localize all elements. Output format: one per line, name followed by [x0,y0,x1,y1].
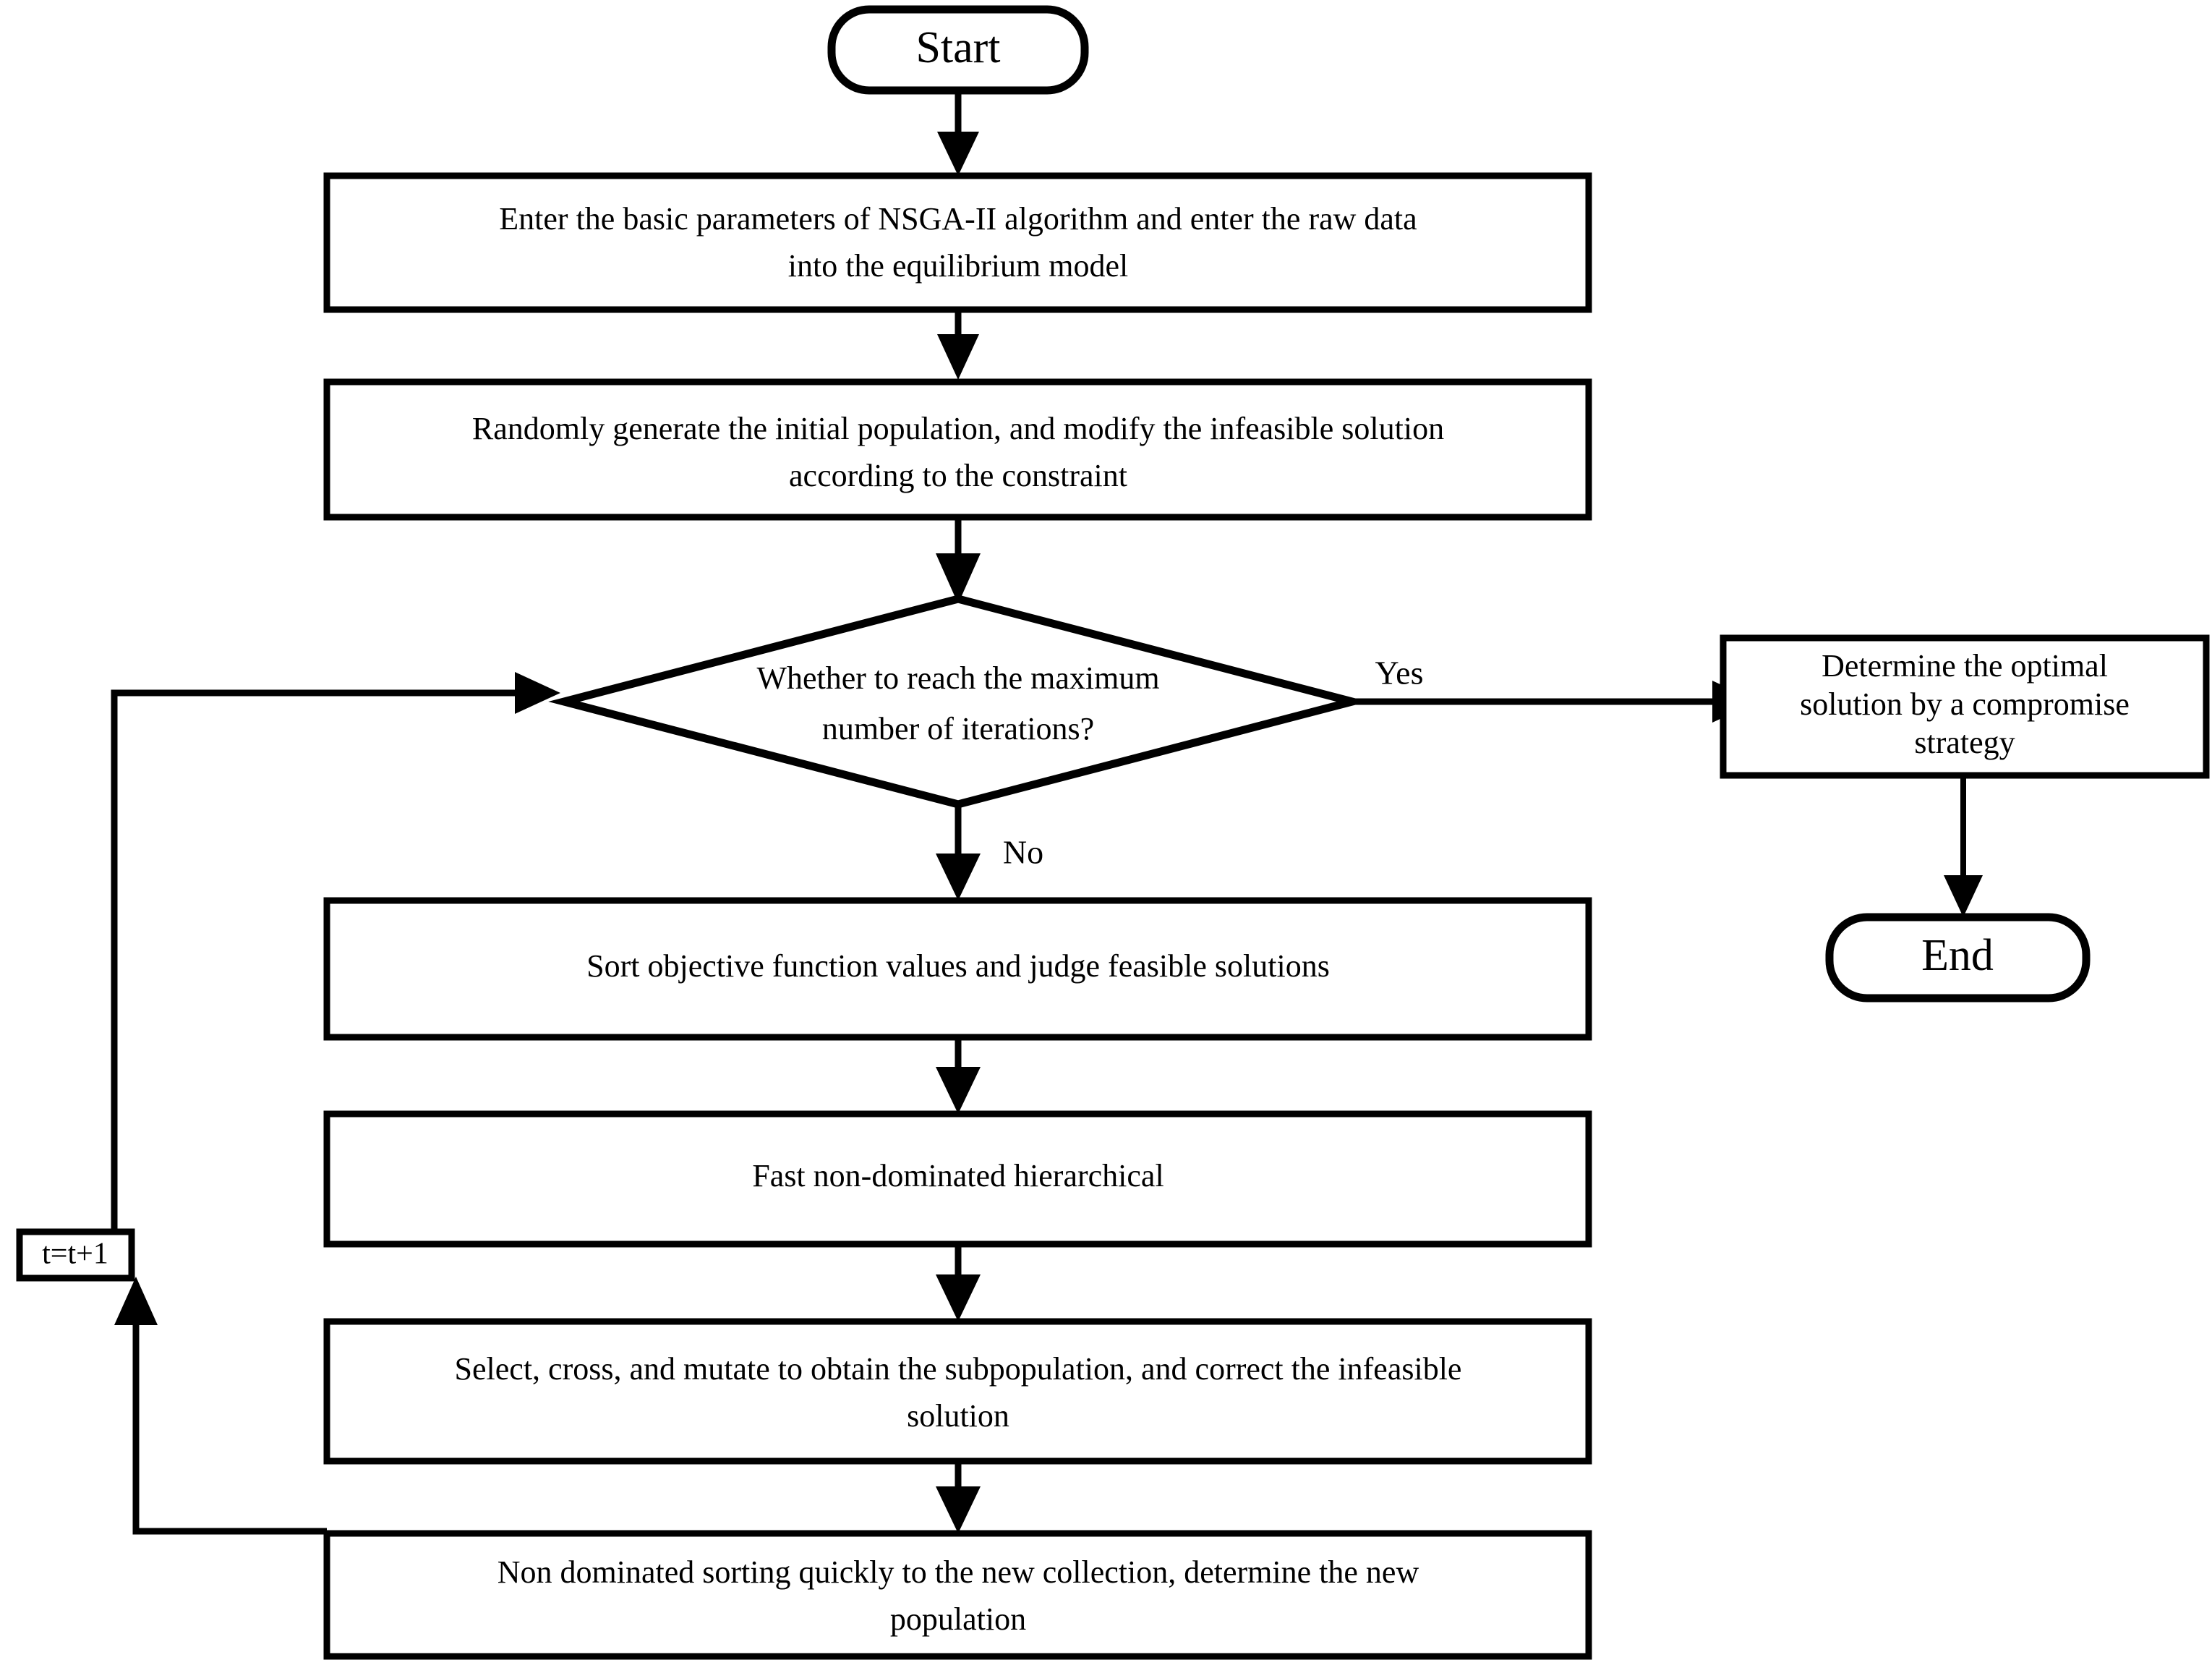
node-compromise-line1: Determine the optimal [1822,648,2108,684]
node-sort-objective[interactable]: Sort objective function values and judge… [323,897,1592,1041]
node-fast-nondominated-line1: Fast non-dominated hierarchical [752,1158,1163,1193]
edge-compromise-to-end [1944,775,1983,917]
node-decision[interactable]: Whether to reach the maximum number of i… [548,595,1368,809]
node-end-label: End [1921,931,1994,980]
edge-decision-to-sort-objective [936,803,981,901]
node-select-cross-mutate-line2: solution [907,1398,1009,1434]
edge-init-population-to-decision [936,517,981,604]
node-start[interactable]: Start [827,5,1089,95]
node-new-population-line1: Non dominated sorting quickly to the new… [498,1554,1419,1590]
edge-label-no: No [1003,834,1043,871]
node-fast-nondominated[interactable]: Fast non-dominated hierarchical [323,1110,1592,1248]
node-compromise-line2: solution by a compromise [1800,686,2130,722]
node-init-population-line1: Randomly generate the initial population… [472,411,1444,446]
node-counter-label: t=t+1 [42,1238,108,1271]
node-enter-params-line2: into the equilibrium model [788,248,1129,284]
node-counter[interactable]: t=t+1 [16,1228,135,1282]
node-compromise[interactable]: Determine the optimal solution by a comp… [1720,634,2210,779]
node-compromise-line3: strategy [1914,725,2015,760]
node-start-label: Start [915,23,1000,72]
edge-sort-objective-to-fast-nondominated [936,1037,981,1114]
edge-select-cross-mutate-to-new-population [936,1461,981,1533]
edge-enter-params-to-init-population [937,310,979,380]
node-sort-objective-line1: Sort objective function values and judge… [586,948,1330,984]
edge-start-to-enter-params [937,90,979,176]
node-enter-params[interactable]: Enter the basic parameters of NSGA-II al… [323,172,1592,313]
node-select-cross-mutate[interactable]: Select, cross, and mutate to obtain the … [323,1318,1592,1465]
edge-fast-nondominated-to-select-cross-mutate [936,1244,981,1321]
node-decision-line2: number of iterations? [822,711,1094,746]
node-init-population[interactable]: Randomly generate the initial population… [323,378,1592,521]
node-new-population[interactable]: Non dominated sorting quickly to the new… [323,1530,1592,1660]
node-init-population-line2: according to the constraint [789,458,1127,493]
edge-label-yes: Yes [1375,655,1424,691]
node-end[interactable]: End [1825,913,2091,1003]
node-decision-line1: Whether to reach the maximum [756,660,1159,696]
node-enter-params-line1: Enter the basic parameters of NSGA-II al… [499,201,1417,237]
edge-counter-to-decision [111,672,560,1232]
node-new-population-line2: population [890,1601,1026,1637]
node-select-cross-mutate-line1: Select, cross, and mutate to obtain the … [455,1351,1462,1387]
edge-new-population-to-counter [114,1277,327,1535]
